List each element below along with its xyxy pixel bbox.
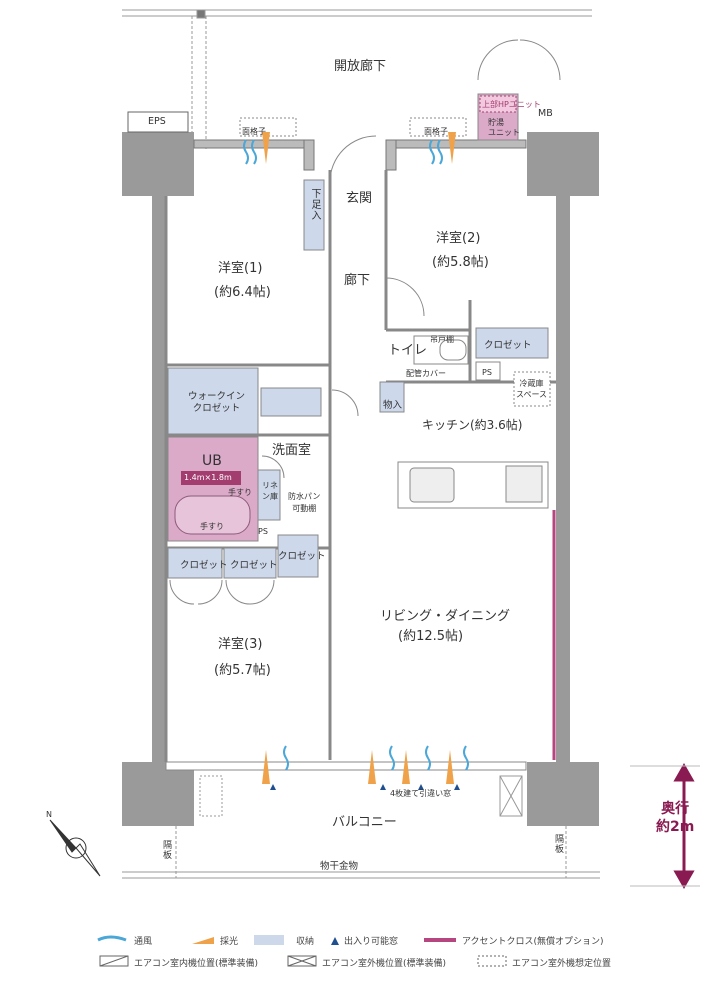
room3-name: 洋室(3) <box>218 637 263 652</box>
grille-label-right: 面格子 <box>424 127 448 136</box>
ps-label-toilet: PS <box>482 368 492 377</box>
depth-arrow <box>630 762 700 890</box>
legend-ventilation: 通風 <box>134 937 153 947</box>
windows <box>165 117 527 771</box>
eps-box <box>127 111 189 133</box>
legend-ac-outdoor: エアコン室外機位置(標準装備) <box>322 959 447 969</box>
doors <box>169 39 561 605</box>
fridge-space-label: 冷蔵庫 スペース <box>516 379 548 399</box>
closet-label-room3-b: クロゼット <box>230 560 278 571</box>
hp-unit-label: 上部HPユニット <box>482 100 541 109</box>
entrance-label: 玄関 <box>346 191 373 206</box>
washroom-label: 洗面室 <box>272 443 312 458</box>
handrail-label-b: 手すり <box>200 522 224 531</box>
legend-accent-cloth: アクセントクロス(無償オプション) <box>462 937 604 947</box>
sash-label: 4枚建て引違い窓 <box>390 789 452 798</box>
room2-name: 洋室(2) <box>436 231 481 246</box>
room1-name: 洋室(1) <box>218 261 263 276</box>
washpan-label: 防水パン 可動棚 <box>288 492 321 513</box>
storage-areas <box>167 179 549 579</box>
daylight-icons <box>262 132 456 784</box>
closet-label-room3-c: クロゼット <box>278 551 326 562</box>
hanging-shelf-label: 吊戸棚 <box>430 335 454 344</box>
legend-ac-indoor: エアコン室内機位置(標準装備) <box>134 959 259 969</box>
kitchen-label: キッチン(約3.6帖) <box>422 418 523 432</box>
linen-label: リネン庫 <box>262 481 278 501</box>
room2-size: (約5.8帖) <box>432 255 489 270</box>
handrail-label-a: 手すり <box>228 488 252 497</box>
legend-glyphs <box>97 935 507 967</box>
kitchen-counter <box>397 461 549 509</box>
living-size: (約12.5帖) <box>398 629 464 644</box>
north-label: N <box>46 810 52 819</box>
drying-rack-label: 物干金物 <box>320 861 359 872</box>
hallway-label: 廊下 <box>344 273 371 288</box>
room1-size: (約6.4帖) <box>214 285 271 300</box>
outer-walls <box>122 132 599 826</box>
corridor-label: 開放廊下 <box>334 59 387 74</box>
walk-in-closet-label: ウォークイン クロゼット <box>188 391 246 414</box>
legend-ac-outdoor-planned: エアコン室外機想定位置 <box>512 959 612 969</box>
depth-label-line1: 奥行 <box>661 801 690 817</box>
legend-storage: 収納 <box>296 937 315 947</box>
eps-label: EPS <box>148 116 166 127</box>
grille-label-left: 面格子 <box>242 127 266 136</box>
living-name: リビング・ダイニング <box>380 609 511 624</box>
toilet-label: トイレ <box>388 343 428 358</box>
closet-label-room2: クロゼット <box>484 340 532 351</box>
balcony-label: バルコニー <box>332 815 397 830</box>
shoe-storage-label: 下足入 <box>309 188 320 221</box>
corridor-railing <box>122 9 592 150</box>
top-wall <box>193 139 527 171</box>
storage-unit-label: 貯湯 ユニット <box>488 118 520 137</box>
depth-label-line2: 約2m <box>656 819 695 835</box>
storage-small-label: 物入 <box>383 400 403 411</box>
mb-label: MB <box>538 108 553 119</box>
entry-markers <box>270 784 460 790</box>
unit-bath <box>167 436 259 542</box>
balcony-rail <box>122 775 600 879</box>
partition-left-label: 隔板 <box>161 840 171 860</box>
north-compass-icon <box>49 819 101 877</box>
ub-size-label: 1.4m×1.8m <box>184 473 232 482</box>
legend-daylight: 採光 <box>220 937 239 947</box>
room3-size: (約5.7帖) <box>214 663 271 678</box>
water-heater <box>477 93 519 141</box>
pipe-cover-label: 配管カバー <box>406 369 446 378</box>
depth-label: 奥行 約2m <box>656 800 694 836</box>
closet-label-room3-a: クロゼット <box>180 560 228 571</box>
partition-right-label: 隔板 <box>553 834 563 854</box>
ps-label-bath: PS <box>258 527 268 536</box>
ventilation-icons <box>243 139 469 771</box>
toilet-fixtures <box>413 335 551 407</box>
ub-label: UB <box>202 453 222 469</box>
legend-entry-window: 出入り可能窓 <box>344 937 399 947</box>
